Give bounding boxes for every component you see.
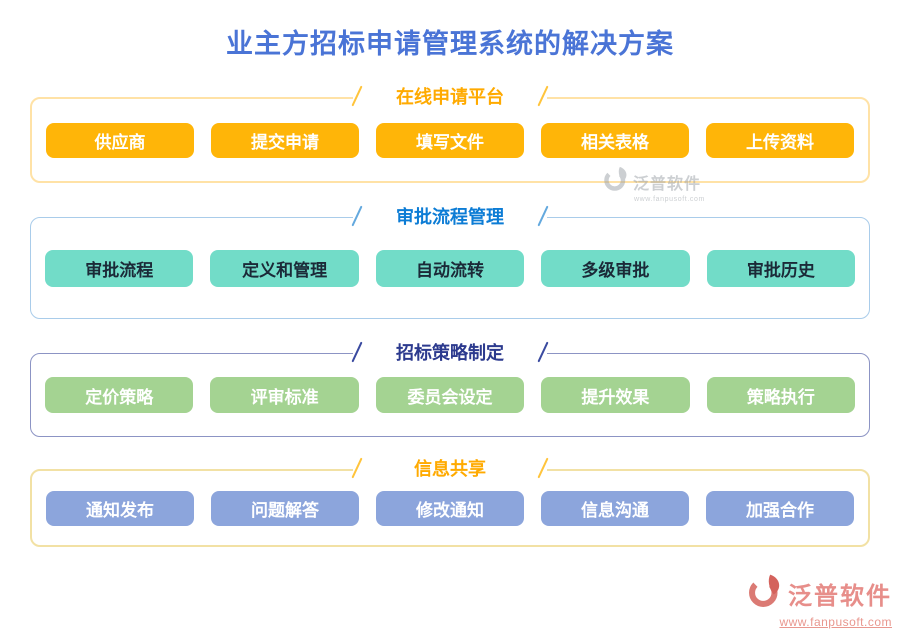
- node-button-improve-results[interactable]: 提升效果: [541, 377, 690, 414]
- button-row: 供应商 提交申请 填写文件 相关表格 上传资料: [46, 122, 854, 158]
- section-header: 信息共享: [351, 454, 549, 483]
- node-button-info-communication[interactable]: 信息沟通: [541, 490, 689, 526]
- section-box: 审批流程 定义和管理 自动流转 多级审批 审批历史: [30, 217, 870, 320]
- node-button-submit-application[interactable]: 提交申请: [211, 122, 359, 158]
- fanpu-brand-footer: 泛普软件 www.fanpusoft.com: [746, 572, 892, 629]
- section-header: 在线申请平台: [351, 82, 549, 111]
- node-button-fill-documents[interactable]: 填写文件: [376, 122, 524, 158]
- section-box: 通知发布 问题解答 修改通知 信息沟通 加强合作: [30, 469, 870, 548]
- section-bidding-strategy-formulation: 招标策略制定 定价策略 评审标准 委员会设定 提升效果 策略执行: [30, 338, 870, 438]
- section-header-label: 信息共享: [414, 459, 486, 480]
- diagram-canvas: 在线申请平台 供应商 提交申请 填写文件 相关表格 上传资料 审批流程管理 审批…: [30, 82, 870, 548]
- footer-url-link[interactable]: www.fanpusoft.com: [779, 615, 892, 629]
- section-header-label: 在线申请平台: [396, 87, 504, 108]
- node-button-auto-circulation[interactable]: 自动流转: [375, 249, 525, 287]
- node-button-approval-flow[interactable]: 审批流程: [45, 249, 194, 287]
- node-button-notice-publish[interactable]: 通知发布: [46, 490, 194, 526]
- node-button-modify-notice[interactable]: 修改通知: [376, 490, 524, 526]
- section-information-sharing: 信息共享 通知发布 问题解答 修改通知 信息沟通 加强合作: [30, 454, 870, 548]
- node-button-strengthen-cooperation[interactable]: 加强合作: [706, 490, 854, 526]
- node-button-review-criteria[interactable]: 评审标准: [210, 377, 359, 414]
- section-box: 定价策略 评审标准 委员会设定 提升效果 策略执行: [30, 353, 870, 438]
- section-header-label: 招标策略制定: [396, 343, 504, 364]
- fanpu-logo-icon: [746, 572, 784, 615]
- node-button-question-answer[interactable]: 问题解答: [211, 490, 359, 526]
- page-title: 业主方招标申请管理系统的解决方案: [226, 29, 674, 59]
- node-button-related-forms[interactable]: 相关表格: [541, 122, 689, 158]
- footer-brand-text: 泛普软件: [788, 583, 892, 610]
- node-button-multilevel-approval[interactable]: 多级审批: [541, 249, 690, 287]
- button-row: 审批流程 定义和管理 自动流转 多级审批 审批历史: [45, 249, 856, 287]
- node-button-approval-history[interactable]: 审批历史: [706, 249, 856, 287]
- node-button-committee-setup[interactable]: 委员会设定: [375, 377, 525, 414]
- section-online-application-platform: 在线申请平台 供应商 提交申请 填写文件 相关表格 上传资料: [30, 82, 870, 184]
- node-button-supplier[interactable]: 供应商: [46, 122, 194, 158]
- button-row: 定价策略 评审标准 委员会设定 提升效果 策略执行: [45, 377, 856, 414]
- node-button-define-manage[interactable]: 定义和管理: [210, 249, 359, 287]
- section-box: 供应商 提交申请 填写文件 相关表格 上传资料: [30, 97, 870, 184]
- section-header: 招标策略制定: [351, 338, 549, 367]
- section-approval-process-management: 审批流程管理 审批流程 定义和管理 自动流转 多级审批 审批历史: [30, 202, 870, 320]
- button-row: 通知发布 问题解答 修改通知 信息沟通 加强合作: [46, 490, 854, 526]
- section-header-label: 审批流程管理: [396, 207, 504, 228]
- node-button-strategy-execution[interactable]: 策略执行: [706, 377, 856, 414]
- node-button-pricing-strategy[interactable]: 定价策略: [45, 377, 194, 414]
- section-header: 审批流程管理: [351, 202, 549, 231]
- node-button-upload-materials[interactable]: 上传资料: [706, 122, 854, 158]
